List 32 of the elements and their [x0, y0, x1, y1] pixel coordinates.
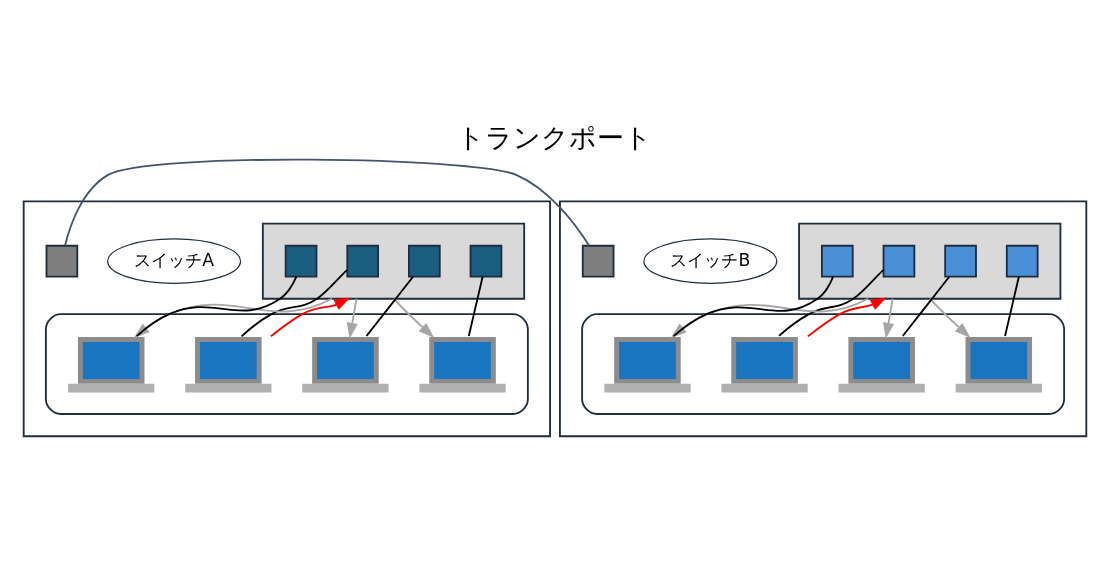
connector — [240, 269, 348, 338]
arrow — [392, 297, 435, 339]
arrow — [883, 297, 895, 339]
node-ellipse: スイッチA — [107, 238, 242, 284]
cluster — [559, 200, 1088, 438]
node-ellipse: スイッチB — [643, 238, 778, 284]
cluster — [22, 200, 551, 438]
connector — [467, 275, 484, 337]
connector — [365, 275, 414, 337]
node-box — [408, 244, 441, 278]
cluster — [44, 313, 529, 415]
connector — [778, 269, 885, 337]
node-box — [944, 244, 977, 278]
connector — [1004, 275, 1020, 337]
node-box — [284, 244, 318, 278]
arrow — [928, 297, 971, 339]
node-box — [346, 244, 380, 278]
node-box — [820, 244, 854, 278]
node-box — [45, 244, 79, 278]
arrow — [346, 297, 358, 339]
node-box — [1005, 244, 1039, 278]
arrow — [806, 297, 887, 338]
node-box — [882, 244, 916, 278]
arrow — [269, 297, 351, 338]
connector — [901, 275, 951, 337]
diagram-title: トランクポート — [457, 121, 653, 153]
node-box — [469, 244, 503, 278]
node-box — [581, 244, 615, 278]
connector — [64, 158, 591, 247]
cluster — [798, 222, 1062, 300]
cluster — [261, 222, 526, 300]
cluster — [581, 313, 1066, 415]
